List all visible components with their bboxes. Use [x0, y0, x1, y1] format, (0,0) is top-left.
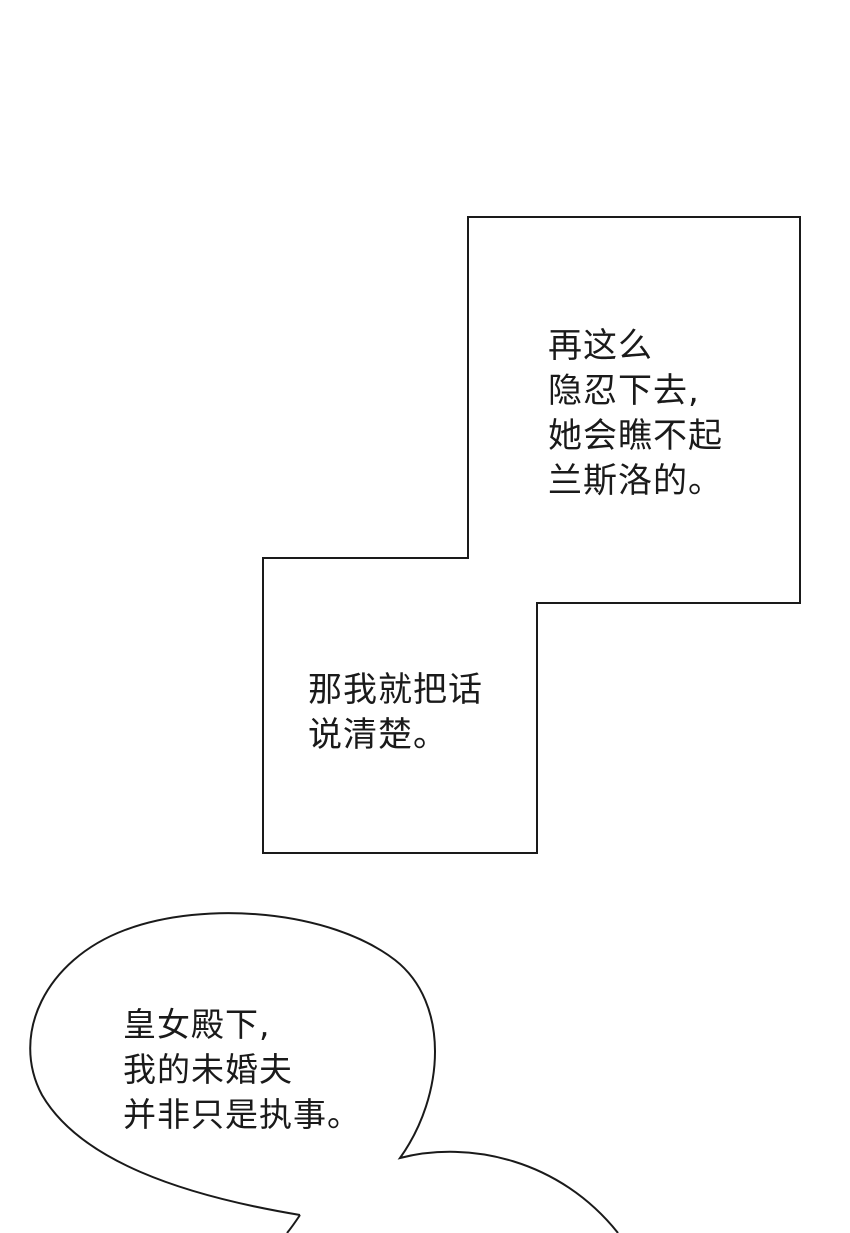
narration-text-middle: 那我就把话 说清楚。: [308, 670, 483, 755]
speech-bubble-text: 皇女殿下, 我的未婚夫 并非只是执事。: [123, 1005, 361, 1134]
narration-box-outline: [262, 216, 801, 854]
speech-bubble-tail-edge: [286, 1214, 301, 1233]
speech-bubble-edge: [29, 912, 619, 1233]
narration-text-top: 再这么 隐忍下去, 她会瞧不起 兰斯洛的。: [548, 326, 723, 501]
